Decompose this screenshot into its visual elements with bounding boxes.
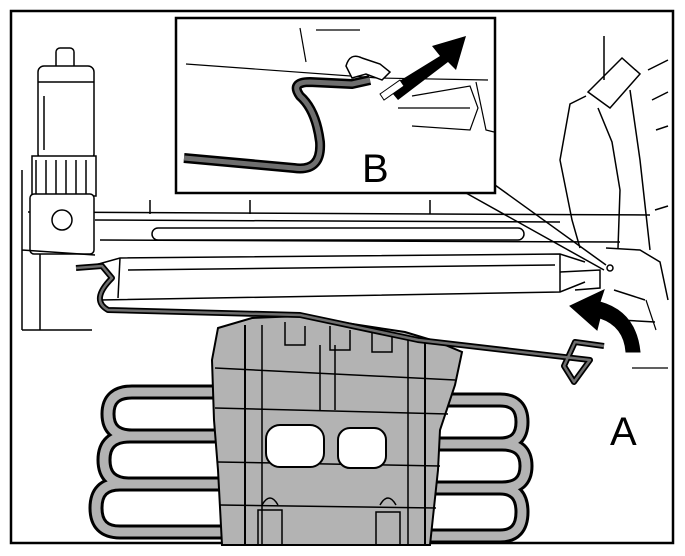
callout-label-a: A (610, 410, 637, 454)
frame-cutout-right (337, 427, 387, 469)
frame-cutout-left (265, 424, 325, 468)
detail-inset-b: B (174, 16, 497, 195)
curved-arrow-icon (569, 289, 668, 369)
wire-clip (345, 55, 392, 81)
callout-leader-top (494, 184, 607, 266)
callout-label-b: B (362, 147, 389, 191)
seat-crossbar (27, 200, 651, 301)
straight-arrow-icon (388, 36, 466, 100)
wire-hook-point (606, 264, 614, 272)
right-harness (559, 36, 669, 323)
left-motor-assembly (21, 47, 97, 331)
callout-leader-bottom (465, 192, 605, 271)
seat-spring-frame (88, 314, 534, 546)
